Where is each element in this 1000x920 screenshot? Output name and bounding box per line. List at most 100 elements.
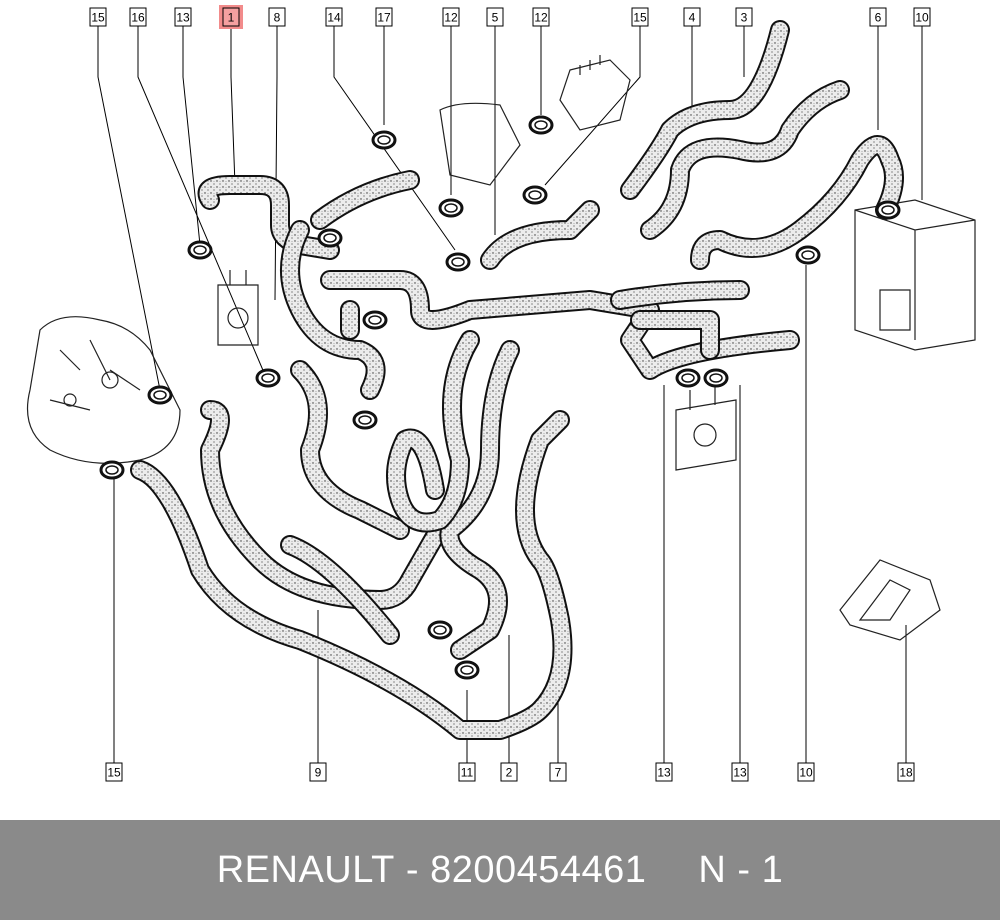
brand-name: RENAULT bbox=[216, 848, 395, 891]
hose-11 bbox=[480, 200, 600, 270]
bracket-part-18 bbox=[839, 559, 941, 641]
hose-6 bbox=[280, 535, 400, 645]
leader-lines bbox=[97, 26, 923, 763]
callout-number: 13 bbox=[657, 766, 671, 780]
callout-10[interactable]: 10 bbox=[913, 7, 931, 27]
callout-number: 10 bbox=[799, 766, 813, 780]
callout-3[interactable]: 3 bbox=[735, 7, 753, 27]
callout-box bbox=[655, 762, 673, 782]
hose-clamp-icon bbox=[522, 185, 548, 205]
callout-15[interactable]: 15 bbox=[89, 7, 107, 27]
callout-6[interactable]: 6 bbox=[869, 7, 887, 27]
callout-box bbox=[222, 7, 240, 27]
callout-box bbox=[631, 7, 649, 27]
callout-box bbox=[105, 762, 123, 782]
leader-line bbox=[274, 26, 278, 301]
callout-box bbox=[869, 7, 887, 27]
callout-12[interactable]: 12 bbox=[532, 7, 550, 27]
callout-number: 17 bbox=[377, 11, 391, 25]
callout-15[interactable]: 15 bbox=[631, 7, 649, 27]
hose-clamp-icon bbox=[875, 200, 901, 220]
hose-16 bbox=[630, 310, 720, 360]
callout-number: 12 bbox=[534, 11, 548, 25]
hose-7 bbox=[310, 170, 420, 230]
hose-clamp-icon bbox=[147, 385, 173, 405]
hose-clamp-icon bbox=[352, 410, 378, 430]
callout-box bbox=[500, 762, 518, 782]
clamps bbox=[99, 115, 901, 680]
callout-box bbox=[458, 762, 476, 782]
hose-10 bbox=[386, 330, 480, 533]
hose-clamp-icon bbox=[371, 130, 397, 150]
callout-box bbox=[309, 762, 327, 782]
hose-clamp-icon bbox=[362, 310, 388, 330]
callout-box bbox=[683, 7, 701, 27]
callout-1[interactable]: 1 bbox=[219, 5, 243, 29]
engine-block-left bbox=[26, 316, 181, 464]
leader-line bbox=[137, 26, 266, 376]
callout-number: 11 bbox=[461, 766, 474, 780]
callout-number: 1 bbox=[228, 11, 235, 25]
callout-number: 14 bbox=[327, 11, 341, 25]
callout-4[interactable]: 4 bbox=[683, 7, 701, 27]
separator: - bbox=[405, 848, 419, 891]
hose-14 bbox=[690, 135, 904, 270]
callout-16[interactable]: 16 bbox=[129, 7, 147, 27]
callout-box bbox=[375, 7, 393, 27]
hose-clamp-icon bbox=[528, 115, 554, 135]
callout-8[interactable]: 8 bbox=[268, 7, 286, 27]
hose-13 bbox=[640, 80, 850, 240]
callout-2[interactable]: 2 bbox=[500, 762, 518, 782]
hose-clamp-icon bbox=[703, 368, 729, 388]
leader-line bbox=[97, 26, 161, 391]
callout-9[interactable]: 9 bbox=[309, 762, 327, 782]
part-number: 8200454461 bbox=[430, 848, 647, 891]
callout-number: 5 bbox=[492, 11, 499, 25]
callout-13[interactable]: 13 bbox=[731, 762, 749, 782]
oil-cooler-right bbox=[675, 385, 737, 471]
hose-5 bbox=[130, 410, 573, 740]
leader-line bbox=[182, 26, 201, 246]
hoses bbox=[130, 20, 904, 740]
callout-5[interactable]: 5 bbox=[486, 7, 504, 27]
callout-7[interactable]: 7 bbox=[549, 762, 567, 782]
callout-15[interactable]: 15 bbox=[105, 762, 123, 782]
callout-box bbox=[897, 762, 915, 782]
callout-12[interactable]: 12 bbox=[442, 7, 460, 27]
leader-line bbox=[544, 26, 641, 186]
water-pump-top bbox=[439, 55, 631, 186]
callout-number: 13 bbox=[176, 11, 190, 25]
callout-box bbox=[442, 7, 460, 27]
callout-14[interactable]: 14 bbox=[325, 7, 343, 27]
leader-line bbox=[230, 26, 236, 186]
callout-box bbox=[89, 7, 107, 27]
callout-box bbox=[325, 7, 343, 27]
hose-clamp-icon bbox=[187, 240, 213, 260]
callout-number: 15 bbox=[107, 766, 121, 780]
callout-13[interactable]: 13 bbox=[655, 762, 673, 782]
callout-number: 15 bbox=[91, 11, 105, 25]
callout-number: 10 bbox=[915, 11, 929, 25]
oil-cooler-left bbox=[217, 270, 259, 346]
hose-clamp-icon bbox=[675, 368, 701, 388]
hose-15 bbox=[610, 280, 750, 310]
callout-18[interactable]: 18 bbox=[897, 762, 915, 782]
callout-number: 18 bbox=[899, 766, 913, 780]
callout-number: 6 bbox=[875, 11, 882, 25]
callout-box bbox=[731, 762, 749, 782]
hose-clamp-icon bbox=[438, 198, 464, 218]
callout-13[interactable]: 13 bbox=[174, 7, 192, 27]
hose-2 bbox=[280, 220, 386, 400]
components bbox=[26, 55, 976, 641]
callout-box bbox=[174, 7, 192, 27]
callout-number: 13 bbox=[733, 766, 747, 780]
callout-box bbox=[797, 762, 815, 782]
callout-10[interactable]: 10 bbox=[797, 762, 815, 782]
hose-3 bbox=[290, 360, 410, 540]
callout-number: 16 bbox=[131, 11, 145, 25]
hose-clamp-icon bbox=[317, 228, 343, 248]
callout-11[interactable]: 11 bbox=[458, 762, 476, 782]
callout-17[interactable]: 17 bbox=[375, 7, 393, 27]
callout-number: 15 bbox=[633, 11, 647, 25]
